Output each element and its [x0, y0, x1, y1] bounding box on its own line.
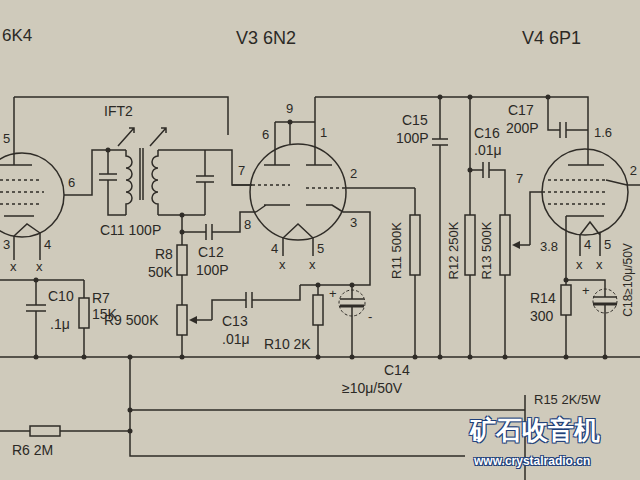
pin-number: 7: [238, 164, 245, 179]
part-name: R8: [155, 246, 173, 262]
pin-number: 4: [271, 242, 278, 257]
tube-label: V4 6P1: [522, 28, 581, 49]
part-value: .1μ: [50, 316, 70, 332]
pin-number: 2: [630, 164, 637, 179]
part-name: R14: [530, 290, 556, 306]
part-value: ≥10μ/50V: [342, 380, 402, 396]
part-name: IFT2: [104, 103, 133, 119]
pin-number: 5: [604, 238, 611, 253]
part-name: C10: [48, 288, 74, 304]
part-value: 300: [530, 308, 553, 324]
part-value: 100P: [196, 262, 229, 278]
part-value: .01μ: [474, 142, 502, 158]
part-name: C16: [474, 125, 500, 141]
part-name: C12: [198, 244, 224, 260]
resistor-symbol: [79, 298, 89, 328]
tube-label: V3 6N2: [236, 28, 296, 49]
pin-number: 9: [286, 102, 293, 117]
tube-envelope: [542, 149, 628, 235]
pin-marker: x: [309, 258, 316, 273]
pin-number: 4: [44, 238, 51, 253]
pin-number: 3.8: [540, 240, 558, 255]
tube-envelope: [250, 144, 346, 240]
part-label: R9 500K: [104, 312, 158, 328]
part-name: C17: [508, 102, 534, 118]
wire: [14, 97, 228, 154]
pin-number: 5: [3, 132, 10, 147]
part-name: C15: [402, 112, 428, 128]
part-label: C18≥10μ/50V: [622, 243, 636, 317]
part-name: C14: [384, 362, 410, 378]
pin-marker: x: [36, 260, 43, 275]
watermark: www.crystalradio.cn: [474, 455, 590, 469]
pin-number: 3: [350, 216, 357, 231]
tube-type: 6K4: [2, 26, 32, 46]
part-value: .01μ: [222, 331, 250, 347]
part-name: C13: [222, 313, 248, 329]
part-label: R13 500K: [481, 221, 496, 279]
part-value: 200P: [506, 120, 539, 136]
part-label: R11 500K: [390, 222, 405, 279]
part-label: C11 100P: [100, 222, 161, 238]
coil-symbol: [126, 150, 132, 215]
pin-number: 6: [68, 176, 75, 191]
part-label: R12 250K: [448, 221, 463, 279]
part-label: R6 2M: [12, 442, 53, 458]
pin-marker: x: [596, 258, 603, 273]
part-label: R10 2K: [264, 336, 311, 352]
coil-symbol: [152, 150, 158, 215]
part-value: 100P: [396, 130, 429, 146]
pin-number: 5: [317, 242, 324, 257]
pin-number: 3: [3, 238, 10, 253]
pin-number: 1: [320, 126, 327, 141]
part-label: R15 2K/5W: [534, 393, 600, 408]
pin-number: 2: [350, 167, 357, 182]
pin-number: 6: [262, 128, 269, 143]
polarity-mark: +: [329, 287, 337, 302]
pin-number: 1.6: [594, 126, 612, 141]
watermark: 矿石收音机: [470, 416, 600, 446]
pin-number: 7: [516, 172, 523, 187]
tube-envelope: [0, 153, 64, 237]
pin-marker: x: [279, 258, 286, 273]
pin-marker: x: [10, 260, 17, 275]
pin-marker: x: [576, 258, 583, 273]
part-value: 50K: [148, 264, 173, 280]
polarity-mark: +: [582, 284, 590, 299]
pin-number: 8: [244, 218, 251, 233]
pin-number: 4: [584, 238, 591, 253]
polarity-mark: -: [368, 310, 372, 325]
